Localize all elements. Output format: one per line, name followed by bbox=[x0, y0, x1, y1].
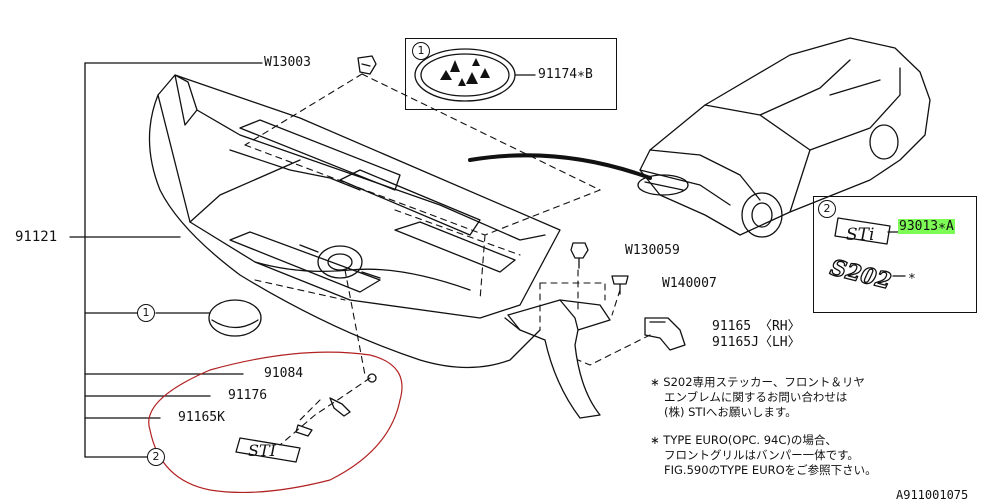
front-emblem-part bbox=[208, 299, 262, 337]
callout-91165j-lh: 91165J〈LH〉 bbox=[712, 335, 801, 350]
emblem-box-art bbox=[414, 48, 536, 102]
note-line-4: ∗ TYPE EURO(OPC. 94C)の場合、 bbox=[650, 433, 837, 447]
svg-text:STi: STi bbox=[846, 225, 874, 245]
marker-1-emblem: 1 bbox=[137, 304, 155, 322]
clip-91084 bbox=[367, 373, 377, 383]
callout-asterisk: ∗ bbox=[908, 269, 916, 284]
sti-detail-box bbox=[813, 196, 977, 313]
callout-w130059: W130059 bbox=[625, 243, 680, 258]
note-line-6: FIG.590のTYPE EUROをご参照下さい。 bbox=[664, 463, 877, 477]
callout-93013a-text: 93013∗A bbox=[898, 219, 955, 234]
callout-93013a: 93013∗A bbox=[898, 219, 955, 234]
clip-91176 bbox=[329, 397, 351, 417]
callout-w140007: W140007 bbox=[662, 276, 717, 291]
note-line-3: (株) STIへお願いします。 bbox=[664, 405, 797, 419]
marker-2-badge: 2 bbox=[147, 448, 165, 466]
callout-91176: 91176 bbox=[228, 388, 268, 403]
clip-w13003 bbox=[357, 55, 377, 75]
marker-2-in-box: 2 bbox=[818, 200, 836, 218]
red-highlight-ellipse bbox=[148, 351, 403, 494]
sti-badge-part: STI bbox=[235, 437, 301, 463]
svg-text:STI: STI bbox=[248, 441, 277, 460]
callout-91165k: 91165K bbox=[178, 410, 225, 425]
bumper-skirt bbox=[504, 299, 611, 419]
drawing-code: A911001075 bbox=[896, 488, 969, 502]
clip-w130059 bbox=[570, 242, 589, 269]
bracket-91165 bbox=[644, 317, 686, 351]
clip-91165k bbox=[295, 424, 313, 437]
clip-w140007 bbox=[611, 275, 629, 295]
grille-body bbox=[148, 74, 561, 369]
note-line-5: フロントグリルはバンパー一体です。 bbox=[664, 448, 859, 462]
emblem-detail-box bbox=[405, 38, 617, 110]
note-line-1: ∗ S202専用ステッカー、フロント＆リヤ bbox=[650, 375, 865, 389]
marker-1-in-box: 1 bbox=[412, 42, 430, 60]
callout-91165-rh: 91165 〈RH〉 bbox=[712, 319, 801, 334]
car-illustration bbox=[637, 37, 931, 238]
callout-91084: 91084 bbox=[264, 366, 304, 381]
note-line-2: エンブレムに関するお問い合わせは bbox=[664, 390, 848, 404]
callout-91121: 91121 bbox=[15, 229, 58, 245]
pointer-arrow bbox=[468, 153, 652, 180]
callout-91174b: 91174∗B bbox=[538, 67, 593, 82]
callout-w13003: W13003 bbox=[264, 55, 311, 70]
sti-emblem-box-art: STi bbox=[834, 217, 899, 245]
